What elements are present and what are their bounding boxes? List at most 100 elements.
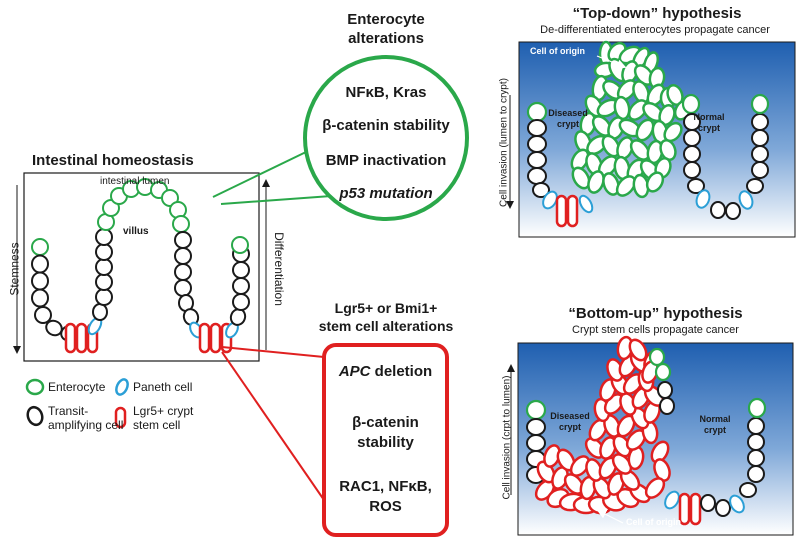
transit-cell	[174, 263, 192, 281]
enterocyte-cell	[750, 93, 770, 115]
transit-cell	[31, 288, 49, 308]
enterocyte-cell	[645, 171, 665, 193]
transit-cell	[31, 254, 49, 274]
transit-cell	[527, 151, 547, 169]
stem-cell	[209, 322, 222, 354]
enterocyte-cell	[681, 93, 701, 115]
green-connector-bottom	[220, 194, 346, 205]
top-down-normal-line2: crypt	[697, 123, 720, 133]
transit-cell	[34, 306, 52, 324]
stem-box-title: Lgr5+ or Bmi1+ stem cell alterations	[296, 299, 476, 335]
transit-cell	[746, 178, 764, 194]
enterocyte-cell	[231, 236, 249, 254]
transit-cell	[751, 145, 769, 163]
enterocyte-item-4: p53 mutation	[339, 185, 433, 202]
transit-cell	[687, 178, 705, 194]
transit-cell	[683, 145, 701, 163]
legend-enterocyte: Enterocyte	[48, 380, 106, 394]
bottom-up-cell-of-origin: Cell of origin	[626, 517, 681, 527]
red-connector-bottom	[221, 351, 325, 501]
red-connector-top	[221, 346, 325, 358]
enterocyte-legend-icon	[25, 378, 45, 396]
enterocyte-cell	[601, 134, 621, 158]
stem-item-1-rest: deletion	[370, 363, 433, 380]
enterocyte-cell	[615, 175, 637, 197]
top-down-diseased-line2: crypt	[556, 119, 579, 129]
stem-cell	[689, 492, 702, 526]
top-down-normal-label: Normal crypt	[684, 112, 734, 134]
paneth-cell	[695, 189, 711, 209]
transit-legend-icon	[26, 405, 44, 427]
bottom-up-cells	[525, 335, 767, 526]
bottom-up-diseased-line1: Diseased	[550, 411, 590, 421]
stem-cell	[198, 322, 211, 354]
legend-lgr5: Lgr5+ crypt stem cell	[133, 404, 193, 432]
transit-cell	[751, 129, 769, 147]
transit-cell	[174, 247, 192, 265]
enterocyte-cell	[571, 166, 591, 190]
stem-cell	[569, 455, 591, 477]
stem-alterations-box	[322, 343, 449, 537]
green-connector-top	[212, 151, 307, 198]
transit-cell	[715, 499, 731, 517]
transit-cell	[232, 277, 250, 295]
enterocyte-title-line1: Enterocyte	[347, 11, 425, 28]
stem-cell	[599, 436, 617, 460]
top-down-diseased-line1: Diseased	[548, 108, 588, 118]
transit-cell	[92, 303, 108, 321]
paneth-cell	[578, 194, 594, 214]
paneth-cell	[729, 494, 745, 514]
paneth-cell	[664, 490, 680, 510]
transit-cell	[700, 494, 716, 512]
transit-cell	[683, 161, 701, 179]
enterocyte-cell	[659, 139, 677, 161]
transit-cell	[232, 261, 250, 279]
stem-cell	[64, 322, 77, 354]
bottom-up-axis-label: Cell invasion (crpt to lumen)	[501, 375, 513, 500]
stem-cell	[555, 194, 568, 228]
transit-cell	[751, 161, 769, 179]
stem-item-1: APC deletion	[324, 363, 447, 380]
stem-item-2: β-catenin stability	[324, 413, 447, 453]
stem-item-3-line1: RAC1, NFκB,	[339, 478, 432, 495]
stem-title-line1: Lgr5+ or Bmi1+	[334, 300, 438, 316]
legend-paneth: Paneth cell	[133, 380, 193, 394]
legend-transit: Transit- amplifying cell	[48, 404, 123, 432]
stem-item-2-line2: stability	[357, 434, 414, 451]
transit-cell	[526, 434, 546, 452]
lgr5-legend-icon	[114, 406, 127, 429]
transit-cell	[95, 243, 113, 261]
stem-cell	[607, 472, 625, 496]
transit-cell	[174, 231, 192, 249]
top-down-cell-of-origin: Cell of origin	[530, 46, 585, 56]
stem-item-3: RAC1, NFκB, ROS	[324, 477, 447, 517]
bottom-up-diseased-line2: crypt	[558, 422, 581, 432]
stem-item-3-line2: ROS	[369, 498, 402, 515]
stem-item-1-gene: APC	[338, 363, 371, 380]
homeostasis-title: Intestinal homeostasis	[32, 152, 194, 169]
bottom-up-normal-line1: Normal	[699, 414, 731, 424]
top-down-axis-label: Cell invasion (lumen to crypt)	[498, 78, 510, 207]
transit-cell	[657, 381, 673, 399]
stem-cell	[75, 322, 88, 354]
transit-cell	[527, 167, 547, 185]
bottom-up-subtitle: Crypt stem cells propagate cancer	[572, 324, 739, 336]
enterocyte-cell	[654, 362, 672, 382]
transit-cell	[659, 397, 675, 415]
transit-cell	[95, 258, 113, 276]
bottom-up-normal-line2: crypt	[703, 425, 726, 435]
bottom-up-normal-label: Normal crypt	[690, 414, 740, 436]
top-down-subtitle: De-differentiated enterocytes propagate …	[540, 24, 770, 36]
transit-cell	[232, 293, 250, 311]
transit-cell	[95, 228, 113, 246]
enterocyte-title-line2: alterations	[348, 30, 424, 47]
legend-lgr5-line1: Lgr5+ crypt	[133, 404, 194, 418]
stem-title-line2: stem cell alterations	[318, 318, 454, 334]
legend-transit-line1: Transit-	[48, 404, 89, 418]
stem-cell	[611, 453, 633, 475]
top-down-origin-pointer	[596, 55, 627, 69]
enterocyte-item-1: NFκB, Kras	[345, 84, 427, 101]
enterocyte-cell	[602, 172, 620, 196]
transit-cell	[532, 182, 550, 198]
stem-cell	[644, 477, 666, 499]
